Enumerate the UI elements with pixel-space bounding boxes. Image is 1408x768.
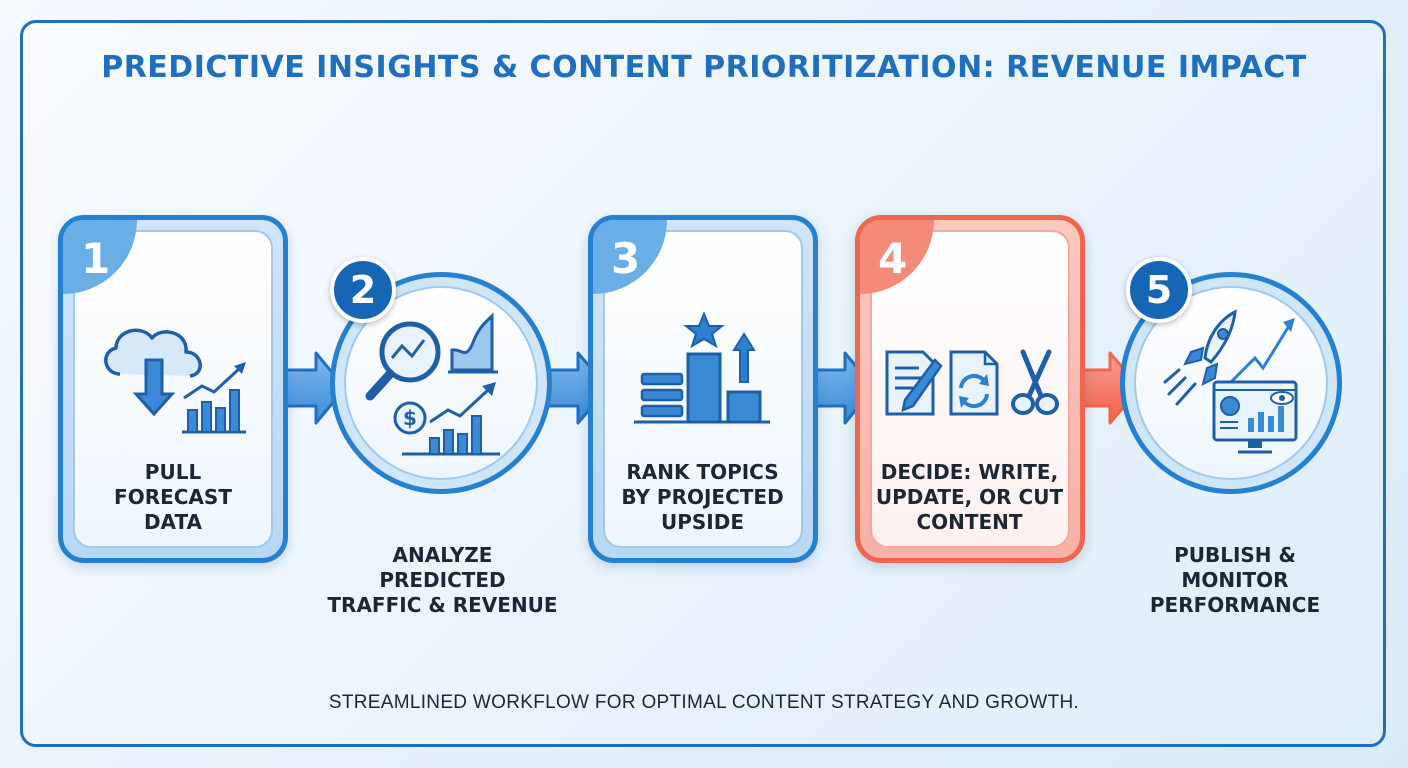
document-pen-icon bbox=[885, 350, 943, 416]
footer-caption: STREAMLINED WORKFLOW FOR OPTIMAL CONTENT… bbox=[328, 692, 1080, 713]
document-refresh-icon bbox=[949, 350, 999, 416]
magnifier-icon bbox=[365, 312, 498, 401]
step-1-label-line-2: FORECAST bbox=[114, 485, 232, 509]
page-title: PREDICTIVE INSIGHTS & CONTENT PRIORITIZA… bbox=[101, 50, 1307, 85]
dollar-coin-icon: $ bbox=[393, 382, 500, 456]
step-3-label-line-2: BY PROJECTED bbox=[621, 485, 784, 509]
step-3-label: RANK TOPICS BY PROJECTED UPSIDE bbox=[600, 460, 805, 535]
step-4-label: DECIDE: WRITE, UPDATE, OR CUT CONTENT bbox=[862, 460, 1077, 535]
scissors-icon bbox=[1011, 349, 1059, 415]
step-5-label-line-3: PERFORMANCE bbox=[1149, 593, 1321, 617]
step-5-badge: 5 bbox=[1126, 257, 1192, 323]
step-5-label-line-1: PUBLISH & bbox=[1174, 543, 1296, 567]
step-3-number: 3 bbox=[611, 234, 641, 283]
step-2-badge: 2 bbox=[330, 257, 396, 323]
svg-text:$: $ bbox=[403, 406, 417, 430]
step-5-label-line-2: MONITOR bbox=[1181, 568, 1289, 592]
step-4-label-line-2: UPDATE, OR CUT bbox=[875, 485, 1064, 509]
step-3-card-inner bbox=[603, 230, 803, 548]
step-1-label-line-1: PULL bbox=[144, 460, 202, 484]
step-2-label: ANALYZE PREDICTED TRAFFIC & REVENUE bbox=[320, 543, 565, 618]
step-2-label-line-3: TRAFFIC & REVENUE bbox=[327, 593, 558, 617]
step-4-number: 4 bbox=[878, 234, 908, 283]
step-1-label: PULL FORECAST DATA bbox=[78, 460, 268, 535]
step-2-label-line-2: PREDICTED bbox=[379, 568, 506, 592]
bar-chart-trend-icon bbox=[182, 362, 246, 434]
arrow-up-icon bbox=[732, 332, 756, 383]
step-5-label: PUBLISH & MONITOR PERFORMANCE bbox=[1130, 543, 1340, 618]
rocket-icon bbox=[1163, 309, 1295, 406]
step-1-label-line-3: DATA bbox=[143, 510, 203, 534]
step-1-number: 1 bbox=[81, 234, 111, 283]
monitor-dashboard-icon bbox=[1212, 380, 1298, 454]
step-3-label-line-3: UPSIDE bbox=[660, 510, 744, 534]
podium-star-icon bbox=[634, 311, 770, 424]
cloud-download-icon bbox=[104, 328, 202, 417]
step-4-label-line-3: CONTENT bbox=[916, 510, 1023, 534]
step-3-label-line-1: RANK TOPICS bbox=[626, 460, 779, 484]
step-4-label-line-1: DECIDE: WRITE, bbox=[880, 460, 1059, 484]
area-chart-icon bbox=[448, 312, 498, 374]
step-2-label-line-1: ANALYZE bbox=[392, 543, 493, 567]
